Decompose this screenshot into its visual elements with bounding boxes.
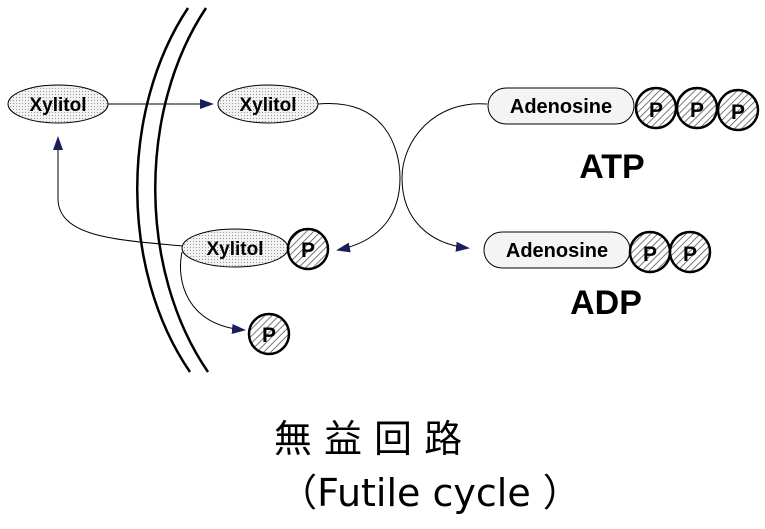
phosphate-group xyxy=(286,227,330,271)
xylitol-phosphate-label: Xylitol xyxy=(206,239,263,260)
adp-phosphate-2: P xyxy=(683,243,697,266)
atp-phosphate-3: P xyxy=(731,101,745,124)
xylitol-phosphate: Xylitol P xyxy=(181,227,330,271)
atp-molecule: Adenosine P P P xyxy=(487,86,760,132)
cell-membrane xyxy=(136,7,210,373)
adp-phosphate-1: P xyxy=(643,243,657,266)
efflux-arc xyxy=(53,136,183,247)
adp-molecule: Adenosine P P xyxy=(483,230,712,274)
adp-label: ADP xyxy=(570,284,642,322)
atp-phosphate-1: P xyxy=(649,99,663,122)
free-phosphate: P xyxy=(247,312,291,356)
caption-english: （Futile cycle ） xyxy=(279,471,581,515)
xylitol-outside-label: Xylitol xyxy=(29,95,86,116)
atp-phosphate-2: P xyxy=(690,99,704,122)
xylitol-inside: Xylitol xyxy=(217,84,319,124)
phosphate-group-label: P xyxy=(301,239,315,262)
atp-to-adp-arc xyxy=(401,103,488,252)
xylitol-inside-label: Xylitol xyxy=(239,95,296,116)
free-phosphate-label: P xyxy=(262,324,276,347)
caption-chinese: 無 益 回 路 xyxy=(274,417,462,461)
dephosphorylation-arc xyxy=(179,251,246,334)
phosphorylation-arc xyxy=(317,103,401,253)
atp-label: ATP xyxy=(579,148,644,186)
adp-adenosine-label: Adenosine xyxy=(506,240,608,262)
xylitol-outside: Xylitol xyxy=(7,84,109,124)
atp-adenosine-label: Adenosine xyxy=(510,96,612,118)
reaction-arrows xyxy=(53,99,488,334)
